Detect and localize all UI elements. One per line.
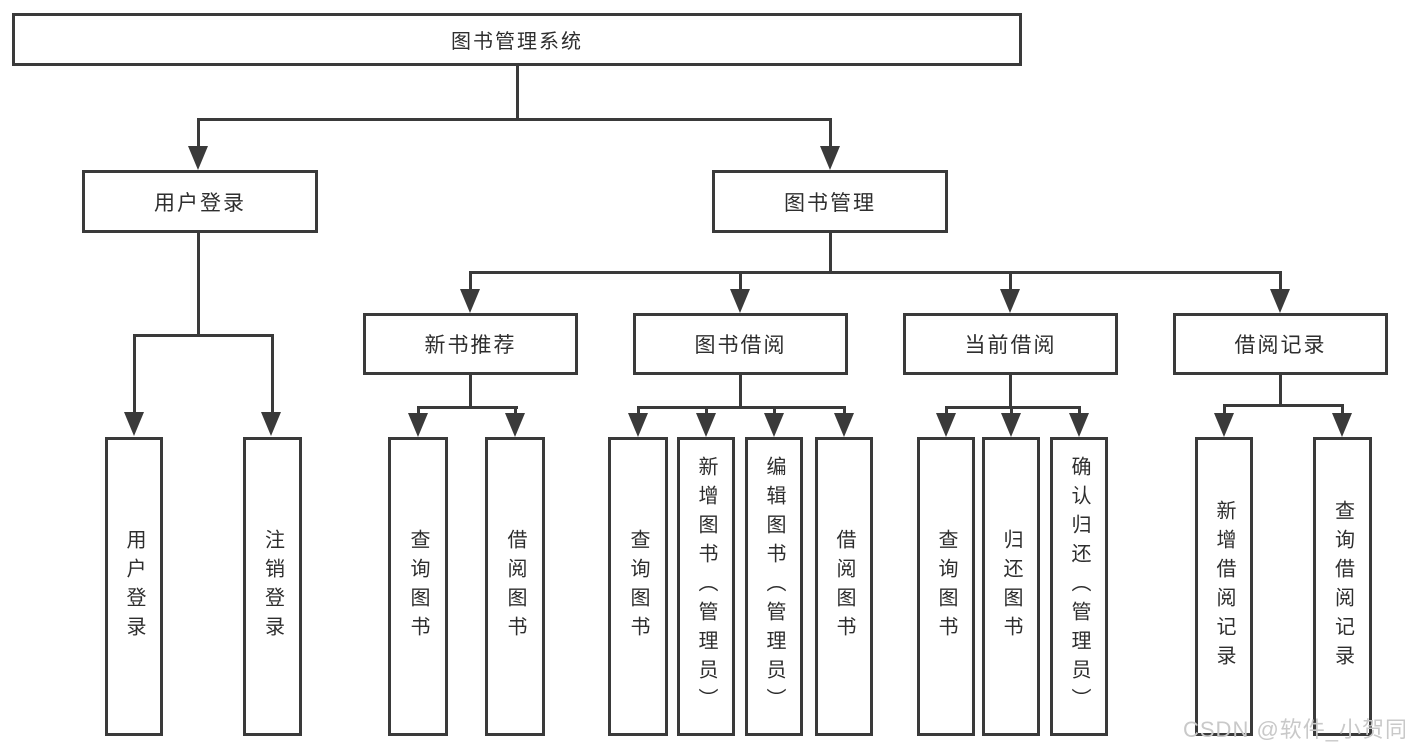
leaf-records-query-label: 查询借阅记录 <box>1331 499 1354 674</box>
arrowhead-book-borrowing <box>730 289 750 313</box>
drop-line-current-return <box>1010 406 1013 417</box>
arrowhead-borrow-records <box>1270 289 1290 313</box>
drop-line-book-management <box>829 118 832 148</box>
leaf-borrowing-add-admin: 新增图书（管理员） <box>677 437 735 736</box>
leaf-borrowing-edit-admin: 编辑图书（管理员） <box>745 437 803 736</box>
leaf-borrowing-borrow: 借阅图书 <box>815 437 873 736</box>
leaf-borrowing-query-label: 查询图书 <box>627 528 649 645</box>
drop-line-new-book-recommend <box>469 271 472 293</box>
leaf-current-return: 归还图书 <box>982 437 1040 736</box>
drop-line-newbooks-borrow <box>514 406 517 417</box>
borrow-records-stem-line <box>1279 375 1282 406</box>
root-stem-line <box>516 66 519 118</box>
arrowhead-borrowing-add <box>696 413 716 437</box>
node-book-borrowing-label: 图书借阅 <box>694 334 787 357</box>
leaf-records-add-label: 新增借阅记录 <box>1213 499 1235 674</box>
arrowhead-book-management <box>820 146 840 170</box>
node-root-label: 图书管理系统 <box>451 31 583 53</box>
drop-line-borrowing-query <box>637 406 640 417</box>
current-borrowing-stem-line <box>1009 375 1012 408</box>
root-branch-line <box>197 118 831 121</box>
arrowhead-borrowing-query <box>628 413 648 437</box>
leaf-current-query-label: 查询图书 <box>935 528 957 645</box>
arrowhead-current-borrowing <box>1000 289 1020 313</box>
node-root-system: 图书管理系统 <box>12 13 1022 66</box>
arrowhead-leaf-logout <box>261 412 281 436</box>
drop-line-borrowing-borrow <box>843 406 846 417</box>
arrowhead-records-add <box>1214 413 1234 437</box>
leaf-current-query: 查询图书 <box>917 437 975 736</box>
drop-line-newbooks-query <box>417 406 420 417</box>
leaf-logout-label: 注销登录 <box>261 528 284 645</box>
book-borrowing-stem-line <box>739 375 742 408</box>
node-new-book-recommend: 新书推荐 <box>363 313 578 375</box>
leaf-user-login-label: 用户登录 <box>123 528 145 645</box>
borrow-records-branch-line <box>1223 404 1344 407</box>
drop-line-leaf-logout <box>271 334 274 414</box>
drop-line-borrowing-edit <box>773 406 776 417</box>
arrowhead-borrowing-edit <box>764 413 784 437</box>
leaf-current-confirm-return-admin: 确认归还（管理员） <box>1050 437 1108 736</box>
leaf-borrowing-query: 查询图书 <box>608 437 668 736</box>
leaf-records-add: 新增借阅记录 <box>1195 437 1253 736</box>
current-borrowing-branch-line <box>945 406 1081 409</box>
node-new-book-recommend-label: 新书推荐 <box>424 334 517 357</box>
drop-line-leaf-user-login <box>133 334 136 414</box>
drop-line-current-query <box>945 406 948 417</box>
leaf-borrowing-edit-admin-label: 编辑图书（管理员） <box>763 456 785 717</box>
leaf-records-query: 查询借阅记录 <box>1313 437 1372 736</box>
leaf-newbooks-query: 查询图书 <box>388 437 448 736</box>
arrowhead-current-query <box>936 413 956 437</box>
node-current-borrowing-label: 当前借阅 <box>964 334 1057 357</box>
drop-line-borrowing-add <box>705 406 708 417</box>
user-login-stem-line <box>197 233 200 337</box>
arrowhead-current-confirm <box>1069 413 1089 437</box>
new-book-recommend-stem-line <box>469 375 472 408</box>
arrowhead-newbooks-query <box>408 413 428 437</box>
arrowhead-records-query <box>1332 413 1352 437</box>
leaf-current-return-label: 归还图书 <box>1000 528 1022 645</box>
drop-line-current-confirm <box>1078 406 1081 417</box>
drop-line-user-login <box>197 118 200 148</box>
arrowhead-user-login <box>188 146 208 170</box>
leaf-newbooks-query-label: 查询图书 <box>407 528 429 645</box>
new-book-recommend-branch-line <box>417 406 518 409</box>
drop-line-records-query <box>1341 404 1344 417</box>
leaf-logout: 注销登录 <box>243 437 302 736</box>
drop-line-book-borrowing <box>739 271 742 293</box>
leaf-user-login: 用户登录 <box>105 437 163 736</box>
arrowhead-current-return <box>1001 413 1021 437</box>
leaf-current-confirm-return-admin-label: 确认归还（管理员） <box>1068 456 1090 717</box>
node-book-management: 图书管理 <box>712 170 948 233</box>
node-book-borrowing: 图书借阅 <box>633 313 848 375</box>
arrowhead-new-book-recommend <box>460 289 480 313</box>
drop-line-records-add <box>1223 404 1226 417</box>
node-borrow-records: 借阅记录 <box>1173 313 1388 375</box>
book-borrowing-branch-line <box>637 406 846 409</box>
node-borrow-records-label: 借阅记录 <box>1234 334 1327 357</box>
leaf-borrowing-borrow-label: 借阅图书 <box>833 528 855 645</box>
node-current-borrowing: 当前借阅 <box>903 313 1118 375</box>
drop-line-borrow-records <box>1279 271 1282 293</box>
arrowhead-borrowing-borrow <box>834 413 854 437</box>
node-book-management-label: 图书管理 <box>784 191 876 215</box>
arrowhead-leaf-user-login <box>124 412 144 436</box>
book-management-branch-line <box>469 271 1282 274</box>
node-user-login: 用户登录 <box>82 170 318 233</box>
arrowhead-newbooks-borrow <box>505 413 525 437</box>
leaf-borrowing-add-admin-label: 新增图书（管理员） <box>695 456 717 717</box>
node-user-login-label: 用户登录 <box>154 191 246 215</box>
csdn-watermark: CSDN @软件_小贺同学 <box>1183 717 1405 742</box>
user-login-branch-line <box>133 334 274 337</box>
leaf-newbooks-borrow: 借阅图书 <box>485 437 545 736</box>
book-management-stem-line <box>829 233 832 273</box>
drop-line-current-borrowing <box>1009 271 1012 293</box>
leaf-newbooks-borrow-label: 借阅图书 <box>504 528 526 645</box>
